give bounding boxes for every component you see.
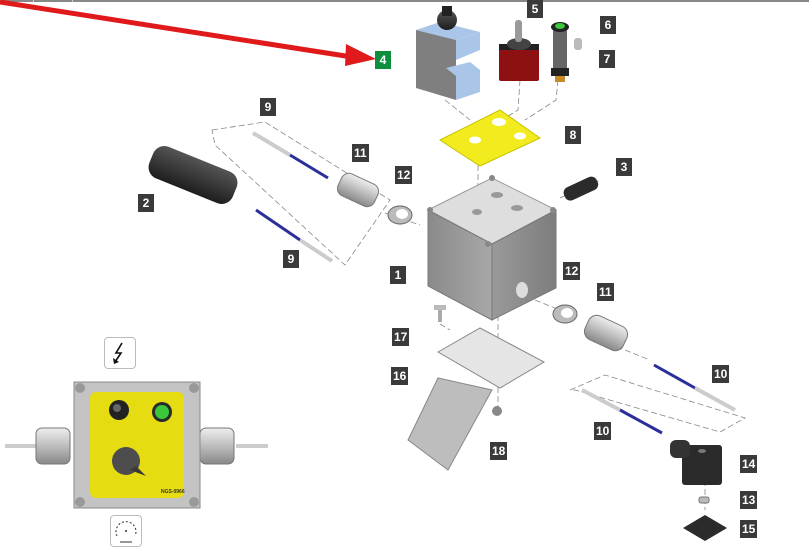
part-bracket: [416, 6, 480, 100]
callout-14[interactable]: 14: [740, 455, 758, 473]
callout-5[interactable]: 5: [527, 0, 543, 18]
callout-12-left[interactable]: 12: [395, 166, 413, 184]
red-pointer-arrow: [0, 0, 376, 66]
part-screw: [434, 305, 446, 322]
panel-code: NGS-0966: [161, 489, 185, 495]
callout-7[interactable]: 7: [599, 50, 615, 68]
callout-9-top[interactable]: 9: [260, 98, 276, 116]
part-toggle-switch: [499, 20, 539, 81]
part-indicator-lamp: [551, 22, 582, 82]
callout-15[interactable]: 15: [740, 520, 758, 538]
top-border: [0, 0, 809, 2]
part-nut-left: [387, 205, 413, 225]
callout-11-left[interactable]: 11: [352, 144, 369, 162]
part-connector-screw: [698, 496, 710, 504]
callout-2[interactable]: 2: [138, 194, 154, 212]
dial-scale-icon[interactable]: [110, 515, 142, 547]
part-connector-gasket: [683, 515, 727, 541]
callout-3[interactable]: 3: [616, 158, 632, 176]
electric-hazard-icon[interactable]: [104, 337, 136, 369]
callout-18[interactable]: 18: [490, 442, 508, 460]
part-enclosure: [426, 175, 558, 321]
part-yellow-plate: [438, 109, 541, 167]
part-wire-leads-9: [251, 131, 334, 263]
part-gland-left: [336, 172, 380, 208]
callout-1[interactable]: 1: [390, 266, 406, 284]
part-valve-connector: [670, 440, 722, 485]
part-wire-leads-10: [581, 363, 736, 435]
callout-17[interactable]: 17: [392, 328, 410, 346]
callout-12-right[interactable]: 12: [563, 262, 581, 280]
part-black-cap: [563, 176, 599, 201]
part-connector-plug: [148, 146, 238, 204]
assembled-preview: [5, 381, 268, 509]
callout-11-right[interactable]: 11: [597, 283, 614, 301]
callout-13[interactable]: 13: [740, 491, 758, 509]
part-nut-bottom: [492, 406, 502, 416]
callout-4[interactable]: 4: [375, 51, 391, 69]
part-nut-right: [552, 304, 578, 324]
callout-10-left[interactable]: 10: [594, 422, 612, 440]
callout-9-bottom[interactable]: 9: [283, 250, 299, 268]
part-gland-right: [583, 314, 629, 352]
callout-6[interactable]: 6: [600, 16, 616, 34]
callout-16[interactable]: 16: [391, 367, 409, 385]
callout-10-right[interactable]: 10: [712, 365, 730, 383]
callout-8[interactable]: 8: [565, 126, 581, 144]
part-mounting-bracket: [407, 327, 546, 471]
